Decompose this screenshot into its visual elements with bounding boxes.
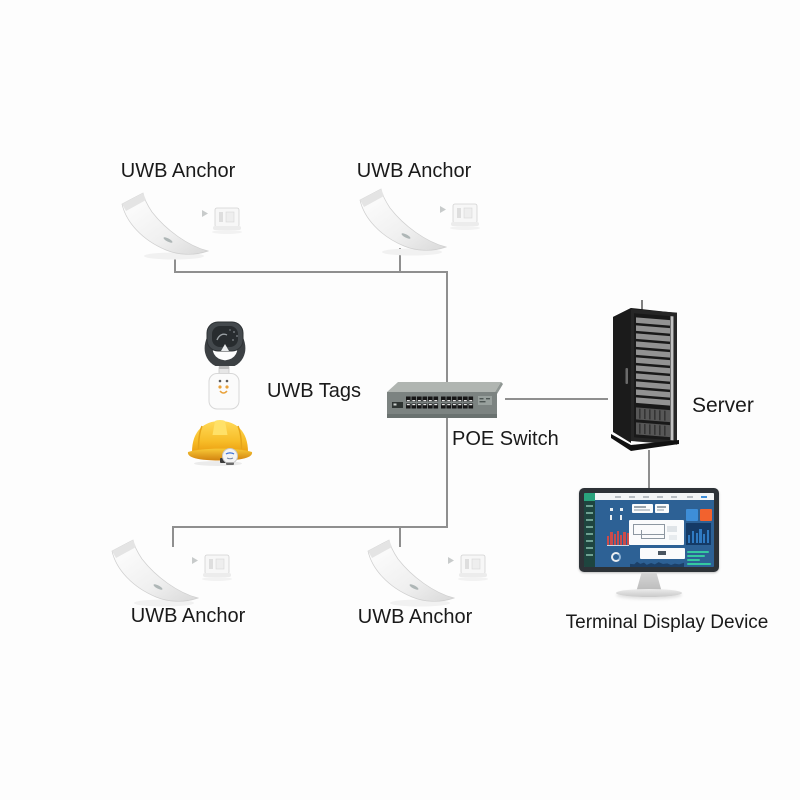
monitor-base xyxy=(616,589,682,597)
dashboard-screen xyxy=(584,493,714,567)
dashboard-stat-panel xyxy=(655,504,669,513)
dashboard-donut-chart xyxy=(611,552,621,562)
label-anchor-bottom-center: UWB Anchor xyxy=(357,606,473,628)
label-anchor-top-left: UWB Anchor xyxy=(120,160,236,182)
monitor-stand xyxy=(636,572,662,590)
dashboard-topbar xyxy=(595,493,714,500)
terminal-monitor-icon xyxy=(579,488,721,598)
connector-top-left-stub xyxy=(174,253,176,273)
connector-server-monitor xyxy=(648,450,650,492)
connector-switch-server xyxy=(505,398,608,400)
dashboard-navy-chart xyxy=(686,523,711,545)
label-poe-switch: POE Switch xyxy=(452,428,559,450)
dashboard-teal-bar xyxy=(687,559,700,561)
label-server: Server xyxy=(692,394,754,417)
uwb-anchor-device-icon xyxy=(100,535,245,613)
server-rack-icon xyxy=(605,300,683,454)
label-anchor-bottom-left: UWB Anchor xyxy=(130,605,246,627)
uwb-anchor-device-icon xyxy=(356,535,501,613)
connector-bottom-horizontal xyxy=(172,526,448,528)
poe-switch-device-icon xyxy=(385,381,503,421)
dashboard-teal-bar xyxy=(687,555,705,557)
connector-bottom-center-stub xyxy=(399,526,401,547)
dashboard-stat-panel xyxy=(632,504,653,513)
smartwatch-tag-icon xyxy=(203,320,247,369)
monitor-bezel xyxy=(579,488,719,572)
dashboard-area-chart xyxy=(630,561,684,567)
connector-switch-up xyxy=(446,271,448,384)
dashboard-sidebar-header xyxy=(584,493,595,501)
uwb-anchor-device-icon xyxy=(348,184,493,262)
dashboard-red-bars xyxy=(607,528,629,546)
dashboard-map-panel xyxy=(629,520,684,545)
connector-switch-down xyxy=(446,418,448,528)
dashboard-teal-bar xyxy=(687,563,711,565)
dashboard-wide-panel xyxy=(640,548,685,559)
label-terminal-display: Terminal Display Device xyxy=(565,612,769,633)
dashboard-orange-tile xyxy=(700,509,712,521)
connector-top-horizontal xyxy=(174,271,448,273)
badge-tag-icon xyxy=(208,365,240,410)
label-uwb-tags: UWB Tags xyxy=(266,380,362,402)
dashboard-teal-bar xyxy=(687,551,709,553)
dashboard-blue-tile xyxy=(686,509,698,521)
dashboard-sidebar xyxy=(584,493,595,567)
label-anchor-top-right: UWB Anchor xyxy=(356,160,472,182)
connector-bottom-left-stub xyxy=(172,526,174,547)
hardhat-tag-icon xyxy=(186,416,254,468)
connector-top-right-stub xyxy=(399,248,401,273)
uwb-anchor-device-icon xyxy=(110,188,255,266)
